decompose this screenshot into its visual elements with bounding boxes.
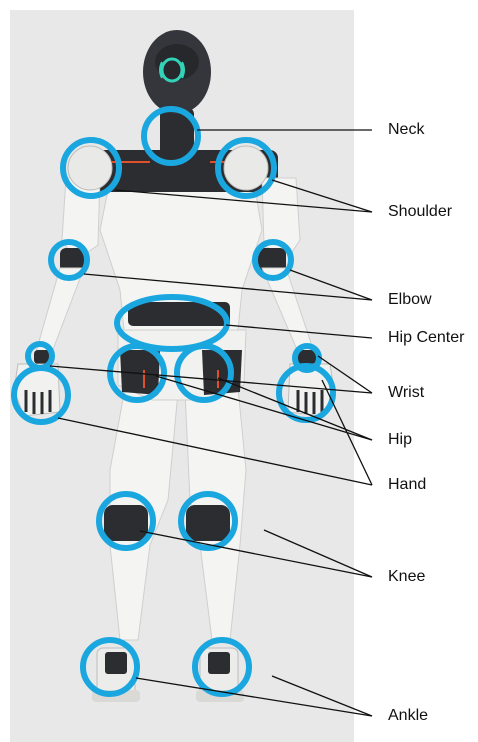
hip-label: Hip [388, 431, 412, 449]
shoulder-label: Shoulder [388, 203, 452, 221]
knee-label: Knee [388, 568, 425, 586]
robot-figure [14, 30, 334, 702]
hand-label: Hand [388, 476, 426, 494]
hip-center-label: Hip Center [388, 329, 464, 347]
elbow-label: Elbow [388, 291, 432, 309]
ankle-label: Ankle [388, 707, 428, 725]
neck-label: Neck [388, 121, 424, 139]
wrist-label: Wrist [388, 384, 424, 402]
